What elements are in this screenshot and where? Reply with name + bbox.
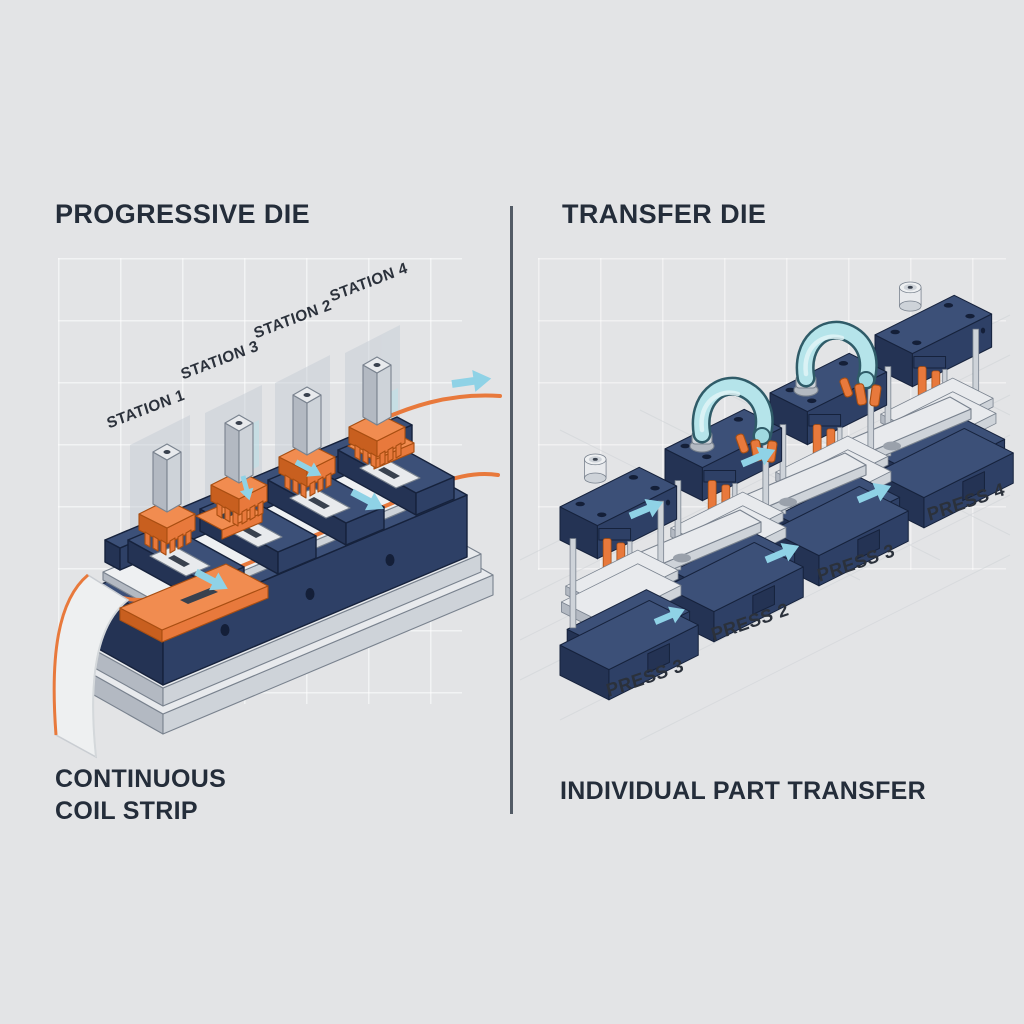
punch-station-4 xyxy=(348,356,406,469)
bearing-cap xyxy=(584,453,607,484)
panel-divider xyxy=(510,206,513,814)
progressive-die-machine xyxy=(52,325,502,759)
gripper-fingers xyxy=(839,377,882,407)
transfer-die-line xyxy=(559,281,1014,701)
punch-station-1 xyxy=(138,443,196,556)
right-panel-caption: INDIVIDUAL PART TRANSFER xyxy=(560,777,927,805)
robot-arm-2 xyxy=(793,320,882,407)
feed-arrow xyxy=(450,367,493,395)
left-panel-caption: CONTINUOUS COIL STRIP xyxy=(55,765,227,825)
left-panel-title: PROGRESSIVE DIE xyxy=(55,199,311,229)
robot-arm-1 xyxy=(689,376,778,463)
punch-station-3 xyxy=(278,386,336,499)
punch-stations xyxy=(138,356,406,556)
bearing-cap xyxy=(899,281,922,312)
coil-strip-ribbon xyxy=(52,573,130,759)
right-panel-title: TRANSFER DIE xyxy=(562,199,767,229)
punch-station-2 xyxy=(210,414,268,527)
